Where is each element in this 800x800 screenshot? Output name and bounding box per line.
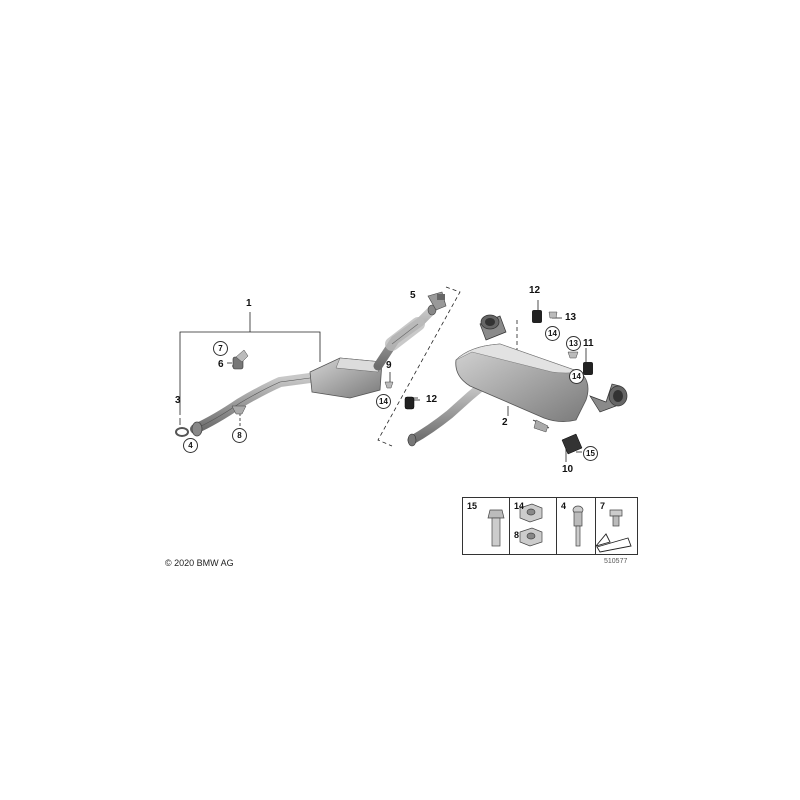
label-part-1: 1 <box>246 298 252 309</box>
label-part-2: 2 <box>502 417 508 428</box>
legend-cell-4: 4 <box>557 498 596 554</box>
label-part-13: 13 <box>565 312 577 323</box>
parts-legend-box: 15 14 8 4 7 <box>462 497 638 555</box>
front-small-parts <box>175 291 447 437</box>
rear-small-parts <box>532 310 593 455</box>
label-part-12-front: 12 <box>426 394 438 405</box>
legend-number: 8 <box>514 530 520 540</box>
legend-number: 4 <box>561 501 567 511</box>
label-part-5: 5 <box>410 290 416 301</box>
front-pipe-assembly <box>190 304 437 437</box>
legend-cell-7: 7 <box>596 498 637 554</box>
legend-number: 14 <box>514 501 525 511</box>
circled-label-4: 4 <box>183 438 198 453</box>
copyright-notice: © 2020 BMW AG <box>165 558 234 568</box>
drawing-number: 510577 <box>604 558 628 565</box>
label-part-9: 9 <box>386 360 392 371</box>
legend-number: 7 <box>600 501 606 511</box>
legend-cell-14-8: 14 8 <box>510 498 557 554</box>
circled-label-14-rear-top: 14 <box>545 326 560 341</box>
label-part-10: 10 <box>562 464 574 475</box>
legend-drawings <box>487 503 632 553</box>
label-part-12-rear: 12 <box>529 285 541 296</box>
circled-label-13: 13 <box>566 336 581 351</box>
rear-silencer-assembly <box>407 314 628 447</box>
label-part-3: 3 <box>175 395 181 406</box>
circled-label-14-front: 14 <box>376 394 391 409</box>
circled-label-14-rear-mid: 14 <box>569 369 584 384</box>
label-part-11: 11 <box>583 338 594 349</box>
legend-cell-15: 15 <box>463 498 510 554</box>
circled-label-7: 7 <box>213 341 228 356</box>
circled-label-8: 8 <box>232 428 247 443</box>
legend-number: 15 <box>467 501 478 511</box>
label-part-6: 6 <box>218 359 224 370</box>
circled-label-15: 15 <box>583 446 598 461</box>
